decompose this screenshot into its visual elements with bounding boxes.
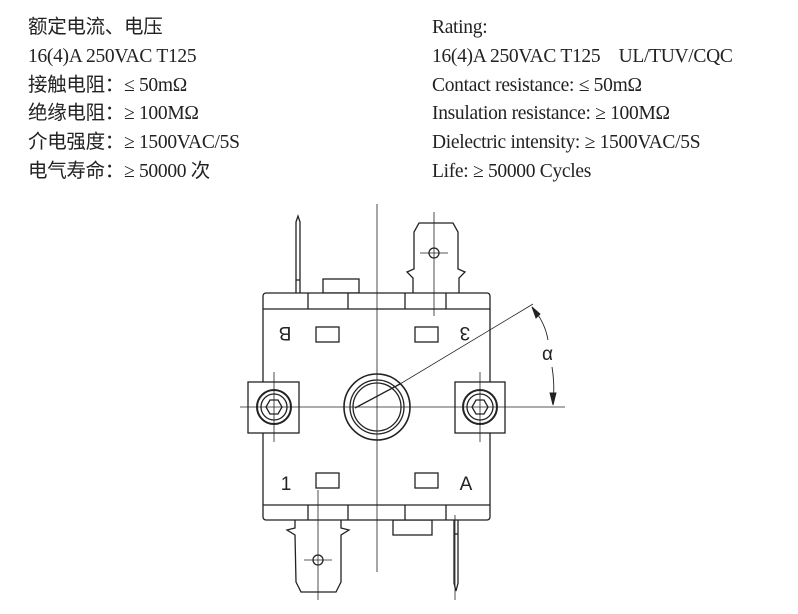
spec-contact-resistance: 接触电阻：≤ 50mΩ bbox=[28, 74, 187, 96]
terminal-label-3: 3 bbox=[460, 322, 471, 343]
contact-window bbox=[315, 472, 340, 489]
center-lines bbox=[240, 204, 565, 600]
spec-rating: 16(4)A 250VAC T125 UL/TUV/CQC bbox=[432, 45, 733, 67]
spec-title: Rating: bbox=[432, 17, 488, 38]
angle-dimension bbox=[531, 306, 557, 406]
left-screw-block bbox=[247, 381, 300, 434]
spec-rating: 16(4)A 250VAC T125 bbox=[28, 45, 197, 67]
spec-insulation-resistance: 绝缘电阻：≥ 100MΩ bbox=[28, 103, 199, 125]
contact-window bbox=[414, 326, 439, 343]
spec-contact-resistance: Contact resistance: ≤ 50mΩ bbox=[432, 74, 642, 96]
terminal-label-1: 1 bbox=[281, 474, 292, 495]
contact-window bbox=[414, 472, 439, 489]
top-tab bbox=[322, 278, 360, 294]
spec-title: 额定电流、电压 bbox=[28, 17, 163, 38]
top-pin bbox=[295, 213, 301, 297]
bottom-tab bbox=[392, 519, 433, 536]
spec-list-chinese: 额定电流、电压 16(4)A 250VAC T125 接触电阻：≤ 50mΩ 绝… bbox=[28, 14, 240, 187]
top-terminal bbox=[405, 222, 467, 293]
spec-dielectric: 介电强度：≥ 1500VAC/5S bbox=[28, 132, 240, 154]
spec-list-english: Rating: 16(4)A 250VAC T125 UL/TUV/CQC Co… bbox=[432, 14, 733, 187]
spec-dielectric: Dielectric intensity: ≥ 1500VAC/5S bbox=[432, 132, 701, 154]
angle-label: α bbox=[542, 344, 553, 365]
spec-life: 电气寿命：≥ 50000 次 bbox=[28, 160, 211, 182]
contact-window bbox=[315, 326, 340, 343]
terminal-label-a: A bbox=[460, 474, 473, 495]
spec-insulation-resistance: Insulation resistance: ≥ 100MΩ bbox=[432, 103, 670, 125]
spec-life: Life: ≥ 50000 Cycles bbox=[432, 160, 592, 182]
terminal-label-b: B bbox=[279, 322, 292, 343]
